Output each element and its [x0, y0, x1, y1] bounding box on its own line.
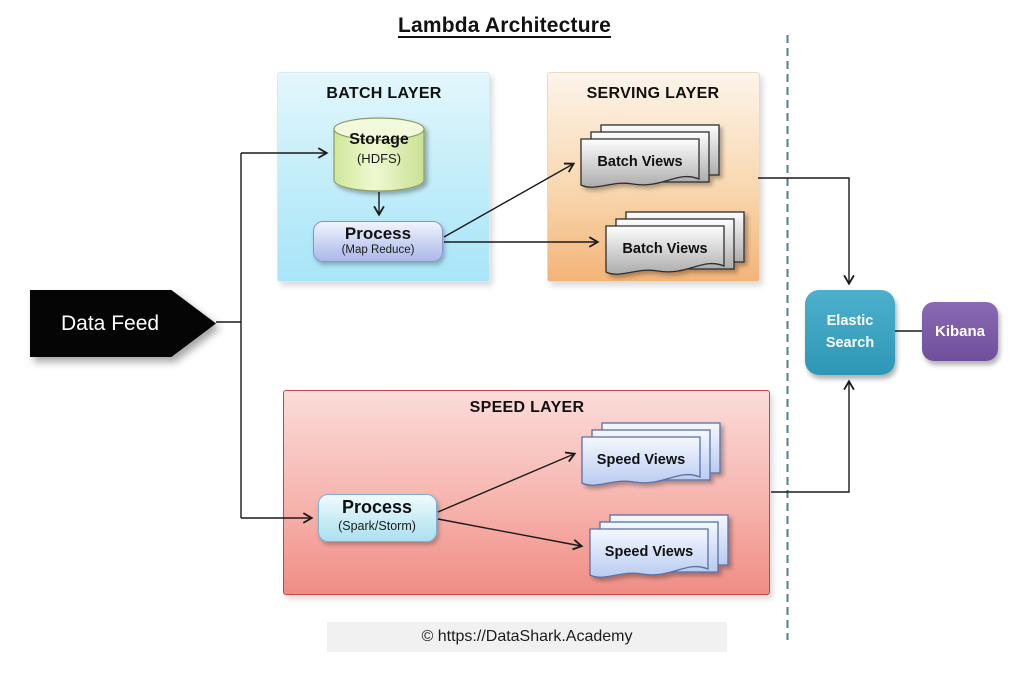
copyright-bar: © https://DataShark.Academy [327, 622, 727, 652]
speed-views-label-2: Speed Views [604, 544, 694, 560]
batch-process-sublabel: (Map Reduce) [341, 244, 415, 256]
copyright-text: © https://DataShark.Academy [421, 628, 633, 645]
data-feed-shape: Data Feed [30, 290, 216, 357]
speed-layer-container [283, 390, 770, 595]
kibana-box: Kibana [922, 302, 998, 361]
arrow-speed-to-elastic [771, 382, 849, 493]
page-title: Lambda Architecture [397, 14, 612, 37]
storage-label: Storage [349, 131, 409, 148]
speed-process-label: Process [341, 497, 413, 517]
arrow-serving-to-elastic [758, 177, 849, 283]
elastic-search-label: Elastic Search [825, 313, 875, 351]
batch-views-label-1: Batch Views [597, 154, 683, 170]
elastic-search-box: Elastic Search [805, 290, 895, 375]
speed-views-label-1: Speed Views [596, 452, 686, 468]
speed-process-box [318, 494, 437, 542]
kibana-label: Kibana [934, 323, 985, 340]
data-feed-label: Data Feed [61, 311, 160, 335]
batch-process-box [313, 221, 443, 262]
serving-layer-label: SERVING LAYER [586, 85, 720, 102]
batch-process-label: Process [344, 224, 412, 243]
speed-process-sublabel: (Spark/Storm) [338, 519, 416, 533]
speed-layer-label: SPEED LAYER [469, 399, 585, 416]
storage-sublabel: (HDFS) [356, 151, 402, 166]
batch-views-label-2: Batch Views [622, 241, 708, 257]
batch-layer-label: BATCH LAYER [326, 85, 442, 102]
